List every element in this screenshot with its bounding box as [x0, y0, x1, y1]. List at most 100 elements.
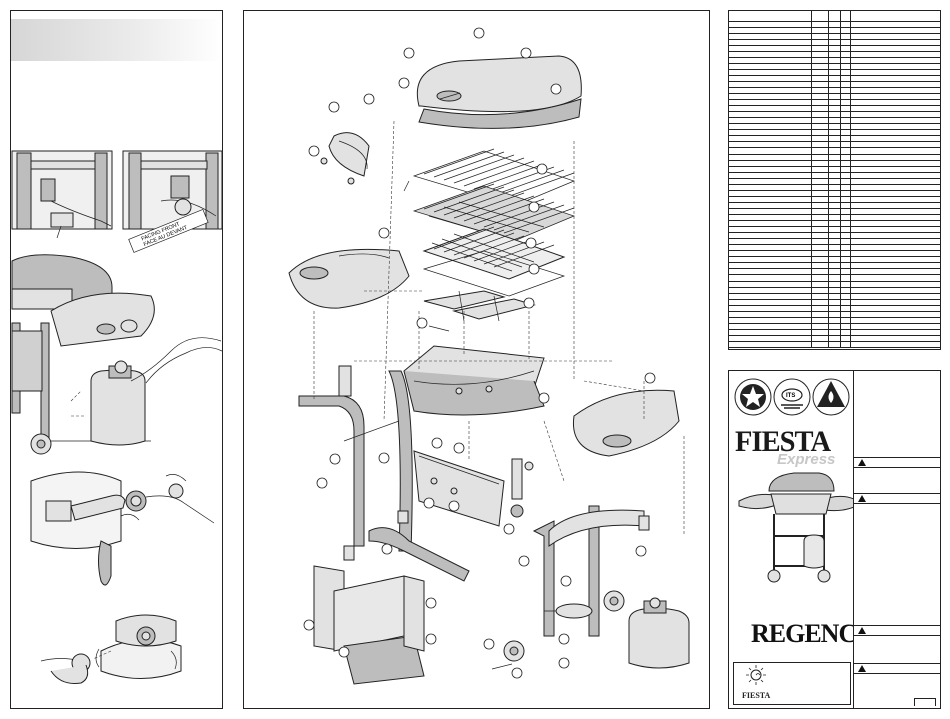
exploded-parts-diagram	[243, 10, 710, 709]
parts-table-cell	[828, 299, 841, 306]
parts-table-row	[729, 317, 940, 324]
parts-table-cell	[811, 202, 829, 209]
propane-tank-part	[628, 597, 690, 669]
parts-table-cell	[840, 293, 851, 300]
parts-table-cell	[811, 160, 829, 167]
parts-table-cell	[811, 323, 829, 330]
parts-table-row	[729, 63, 940, 70]
parts-table-cell	[811, 135, 829, 143]
parts-table-cell	[729, 274, 812, 282]
parts-table-cell	[729, 87, 812, 95]
parts-table-cell	[840, 220, 851, 228]
parts-table-cell	[729, 250, 812, 258]
parts-table-cell	[729, 154, 812, 161]
parts-table-cell	[840, 111, 851, 119]
parts-table-row	[729, 184, 940, 191]
parts-table-cell	[729, 226, 812, 234]
firebox-part	[403, 345, 545, 416]
parts-table-cell	[850, 57, 940, 64]
parts-table-cell	[729, 135, 812, 143]
parts-table-cell	[850, 135, 940, 143]
parts-table-cell	[729, 11, 812, 22]
parts-table-cell	[729, 293, 812, 300]
parts-table-cell	[828, 111, 841, 119]
parts-table-cell	[840, 281, 851, 288]
parts-table-cell	[729, 238, 812, 246]
parts-table-cell	[840, 196, 851, 203]
parts-table-cell	[840, 299, 851, 306]
grill-lid-part	[416, 55, 582, 129]
parts-table-cell	[840, 323, 851, 330]
warning-row	[854, 457, 940, 468]
parts-table-cell	[729, 256, 812, 264]
right-side-shelf-part	[572, 389, 680, 457]
parts-table-cell	[850, 317, 940, 324]
parts-table-cell	[828, 117, 841, 125]
parts-table-cell	[840, 57, 851, 64]
parts-table-cell	[850, 202, 940, 209]
assembly-step-illustrations: FACING FRONT FACE AU DEVANT	[11, 150, 222, 684]
parts-table-cell	[828, 220, 841, 228]
parts-table-cell	[828, 141, 841, 149]
parts-table-row	[729, 69, 940, 76]
parts-table-row	[729, 226, 940, 234]
parts-table-cell	[729, 81, 812, 89]
parts-table-cell	[729, 311, 812, 318]
lid-handle-part	[320, 132, 370, 185]
parts-table-cell	[729, 220, 812, 228]
parts-list-table	[728, 10, 941, 350]
parts-table-cell	[840, 214, 851, 222]
tank-install-illustration	[11, 254, 222, 455]
parts-table-cell	[811, 311, 829, 318]
express-logo: Express	[777, 451, 836, 468]
parts-table-cell	[811, 335, 829, 342]
wheel-part	[491, 590, 625, 670]
parts-table-cell	[729, 178, 812, 185]
part-callouts	[303, 27, 656, 679]
parts-table-cell	[729, 45, 812, 52]
parts-table-cell	[828, 51, 841, 58]
parts-table-row	[729, 305, 940, 312]
regulator-connection-illustration	[30, 471, 215, 586]
parts-table-row	[729, 299, 940, 306]
parts-table-cell	[840, 129, 851, 137]
warning-triangle-icon	[858, 665, 866, 672]
parts-table-grid	[729, 11, 940, 349]
parts-table-cell	[828, 196, 841, 203]
parts-table-cell	[828, 238, 841, 246]
parts-table-row	[729, 281, 940, 288]
left-side-shelf-part	[288, 248, 410, 309]
parts-table-cell	[840, 274, 851, 282]
parts-table-cell	[729, 117, 812, 125]
parts-table-cell	[850, 293, 940, 300]
parts-table-cell	[729, 305, 812, 312]
parts-table-cell	[729, 208, 812, 216]
parts-table-cell	[850, 178, 940, 185]
parts-table-cell	[850, 250, 940, 258]
parts-table-cell	[828, 208, 841, 216]
warning-triangle-icon	[858, 459, 866, 466]
parts-table-cell	[828, 329, 841, 336]
parts-table-cell	[828, 87, 841, 95]
parts-table-cell	[828, 105, 841, 113]
parts-table-cell	[811, 117, 829, 125]
parts-table-cell	[811, 317, 829, 324]
parts-table-row	[729, 21, 940, 28]
parts-table-cell	[729, 21, 812, 28]
parts-table-cell	[828, 341, 841, 349]
parts-table-cell	[729, 190, 812, 197]
parts-table-cell	[828, 154, 841, 161]
itsk-certified-icon: ITS	[773, 378, 811, 416]
parts-table-cell	[811, 281, 829, 288]
parts-table-row	[729, 57, 940, 64]
parts-table-cell	[729, 262, 812, 270]
parts-table-cell	[811, 208, 829, 216]
parts-table-row	[729, 220, 940, 228]
parts-table-cell	[850, 299, 940, 306]
parts-table-cell	[840, 69, 851, 76]
parts-table-cell	[729, 123, 812, 131]
parts-table-cell	[729, 63, 812, 70]
parts-table-cell	[840, 262, 851, 270]
parts-table-cell	[828, 57, 841, 64]
parts-table-cell	[811, 99, 829, 107]
